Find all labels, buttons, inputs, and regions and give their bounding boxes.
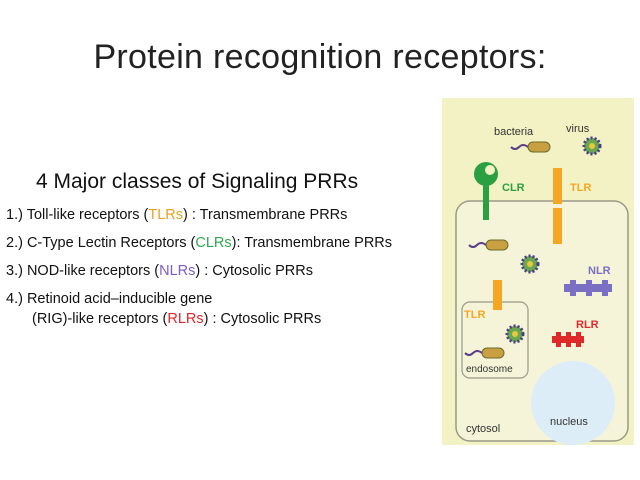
nucleus-label: nucleus [550, 416, 588, 428]
list-item-rlr-line1: 4.) Retinoid acid–inducible gene [6, 291, 213, 307]
cytosol-label: cytosol [466, 423, 500, 435]
virus-cytosol-icon [520, 254, 540, 274]
list-item-clr: 2.) C-Type Lectin Receptors (CLRs): Tran… [6, 235, 393, 251]
tlr-surface-label: TLR [570, 182, 591, 194]
virus-icon [582, 136, 602, 156]
rlr-abbr: RLRs [167, 311, 204, 327]
bacteria-endosome-icon [464, 347, 505, 359]
tlr-endosome-receptor-icon [493, 280, 502, 310]
clr-abbr: CLRs [195, 235, 232, 251]
cell-diagram-svg: nucleus endosome cytosol bacteria virus … [442, 98, 634, 445]
tlr-abbr: TLRs [148, 207, 184, 223]
nlr-receptor-icon [564, 280, 612, 296]
list-item-tlr: 1.) Toll-like receptors (TLRs) : Transme… [6, 207, 348, 223]
classes-heading: 4 Major classes of Signaling PRRs [36, 170, 359, 193]
nucleus-shape [531, 361, 615, 445]
virus-endosome-icon [505, 324, 525, 344]
clr-label: CLR [502, 182, 525, 194]
bacteria-icon [510, 141, 551, 153]
rlr-label: RLR [576, 319, 599, 331]
nlr-label: NLR [588, 265, 611, 277]
nlr-abbr: NLRs [159, 263, 196, 279]
bacteria-cytosol-icon [468, 239, 509, 251]
prr-class-list: 1.) Toll-like receptors (TLRs) : Transme… [6, 205, 392, 337]
rlr-receptor-icon [552, 332, 584, 347]
slide-title: Protein recognition receptors: [93, 38, 547, 76]
tlr-endosome-label: TLR [464, 309, 485, 321]
prr-cell-diagram: nucleus endosome cytosol bacteria virus … [442, 98, 634, 445]
bacteria-label: bacteria [494, 126, 534, 138]
tlr-surface-receptor-icon [553, 168, 562, 244]
list-item-nlr: 3.) NOD-like receptors (NLRs) : Cytosoli… [6, 263, 313, 279]
clr-receptor-icon [474, 162, 498, 220]
endosome-label: endosome [466, 364, 513, 375]
virus-label: virus [566, 123, 590, 135]
list-item-rlr-line2: (RIG)-like receptors (RLRs) : Cytosolic … [32, 311, 322, 327]
